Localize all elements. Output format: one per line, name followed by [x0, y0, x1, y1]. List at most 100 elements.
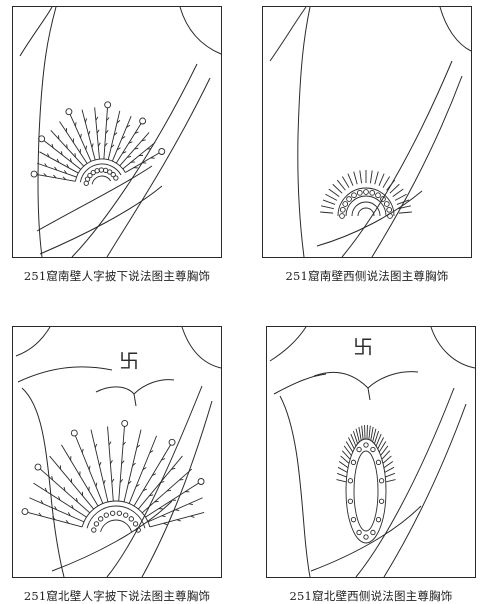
peacock-bead: [364, 443, 368, 447]
ornament-curl: [122, 420, 128, 426]
ornament-bead: [114, 176, 118, 180]
panel-south-west: 251窟南壁西侧说法图主尊胸饰: [262, 6, 472, 258]
sun-ray: [342, 177, 349, 188]
ornament-barb: [163, 523, 167, 524]
ornament-barb: [92, 144, 93, 148]
ornament-curl: [66, 109, 72, 115]
robe-line: [142, 401, 212, 577]
sun-bead: [343, 202, 348, 207]
ornament-curl: [140, 118, 146, 124]
ornament-bead: [110, 511, 114, 515]
sun-ray: [321, 206, 334, 209]
collar-line: [274, 374, 326, 394]
swastika-symbol: 卐: [119, 349, 139, 373]
ornament-barb: [189, 504, 193, 505]
sun-bead: [387, 207, 392, 212]
chest-ornament-fan: [31, 102, 165, 186]
sun-bead: [352, 193, 357, 198]
ornament-bead: [99, 517, 103, 521]
collar-line: [18, 367, 112, 382]
ornament-barb: [96, 117, 98, 120]
peacock-feather: [338, 467, 347, 472]
sun-ray: [333, 184, 342, 193]
ornament-barb: [96, 483, 97, 487]
chest-drawing: 卐: [266, 326, 476, 578]
ornament-arc: [82, 501, 150, 527]
ornament-bead: [124, 513, 128, 517]
frame: [267, 327, 476, 578]
sun-bead: [376, 193, 381, 198]
sun-ray: [383, 177, 390, 188]
peacock-feather: [336, 480, 346, 482]
peacock-feather: [385, 467, 394, 472]
peacock-bead: [376, 517, 380, 521]
ornament-ray: [134, 445, 171, 506]
robe-line: [298, 7, 310, 257]
panel-north-upper: 卐 251窟北壁人字披下说法图主尊胸饰: [12, 326, 222, 578]
ornament-barb: [85, 118, 86, 122]
sun-ray: [370, 170, 372, 183]
sun-bead: [347, 197, 352, 202]
chest-curve: [96, 387, 134, 394]
chest-drawing: [262, 6, 472, 258]
ornament-ray: [150, 512, 204, 527]
robe-line: [356, 388, 454, 577]
peacock-bead: [357, 447, 361, 451]
ornament-bead: [104, 513, 108, 517]
caption: 251窟北壁西侧说法图主尊胸饰: [266, 588, 476, 604]
robe-line: [16, 327, 50, 356]
ornament-barb: [98, 143, 100, 146]
peacock-bead: [379, 499, 383, 503]
ornament-curl: [71, 430, 77, 436]
peacock-bead: [371, 530, 375, 534]
ornament-barb: [97, 130, 99, 133]
sun-ray: [390, 184, 399, 193]
sun-ray: [337, 180, 345, 190]
ornament-curl: [22, 509, 28, 515]
sun-bead: [388, 214, 393, 219]
chest-curve: [134, 394, 136, 406]
robe-line: [280, 396, 310, 577]
ornament-curl: [159, 149, 165, 155]
ornament-bead: [92, 528, 96, 532]
peacock-inner-oval: [354, 451, 378, 531]
chest-drawing: [12, 6, 222, 258]
shoulder-line: [440, 7, 471, 51]
chest-drawing: 卐: [12, 326, 222, 578]
ornament-barb: [81, 134, 82, 138]
peacock-bead: [376, 460, 380, 464]
peacock-bead: [348, 499, 352, 503]
sun-bead: [364, 190, 369, 195]
peacock-bead: [351, 517, 355, 521]
peacock-bead: [371, 447, 375, 451]
sun-ray: [375, 172, 378, 185]
robe-line: [22, 388, 64, 577]
sun-bead: [340, 207, 345, 212]
sun-ray: [393, 189, 404, 197]
robe-line: [317, 191, 422, 246]
robe-line: [384, 404, 466, 577]
ornament-bead: [129, 517, 133, 521]
shoulder-line: [431, 327, 475, 368]
ornament-barb: [99, 462, 100, 466]
peacock-feather: [386, 480, 396, 482]
sun-ray: [354, 172, 357, 185]
ornament-barb: [75, 153, 76, 157]
ornament-bead: [95, 169, 99, 173]
sun-bead: [370, 190, 375, 195]
panel-north-west: 卐 251窟北壁西侧说法图主尊胸饰: [266, 326, 476, 578]
ornament-barb: [191, 516, 195, 517]
ornament-barb: [82, 449, 83, 453]
peacock-feather: [385, 473, 395, 477]
sun-ray: [360, 170, 362, 183]
ornament-barb: [162, 516, 166, 517]
ornament-barb: [89, 131, 90, 135]
ornament-barb: [95, 444, 96, 448]
peacock-bead: [379, 479, 383, 483]
ornament-curl: [169, 439, 175, 445]
ornament-curl: [39, 136, 45, 142]
panel-south-upper: 251窟南壁人字披下说法图主尊胸饰: [12, 6, 222, 258]
ornament-bead: [94, 522, 98, 526]
chest-curve: [368, 388, 370, 400]
peacock-outer-oval: [346, 439, 386, 543]
